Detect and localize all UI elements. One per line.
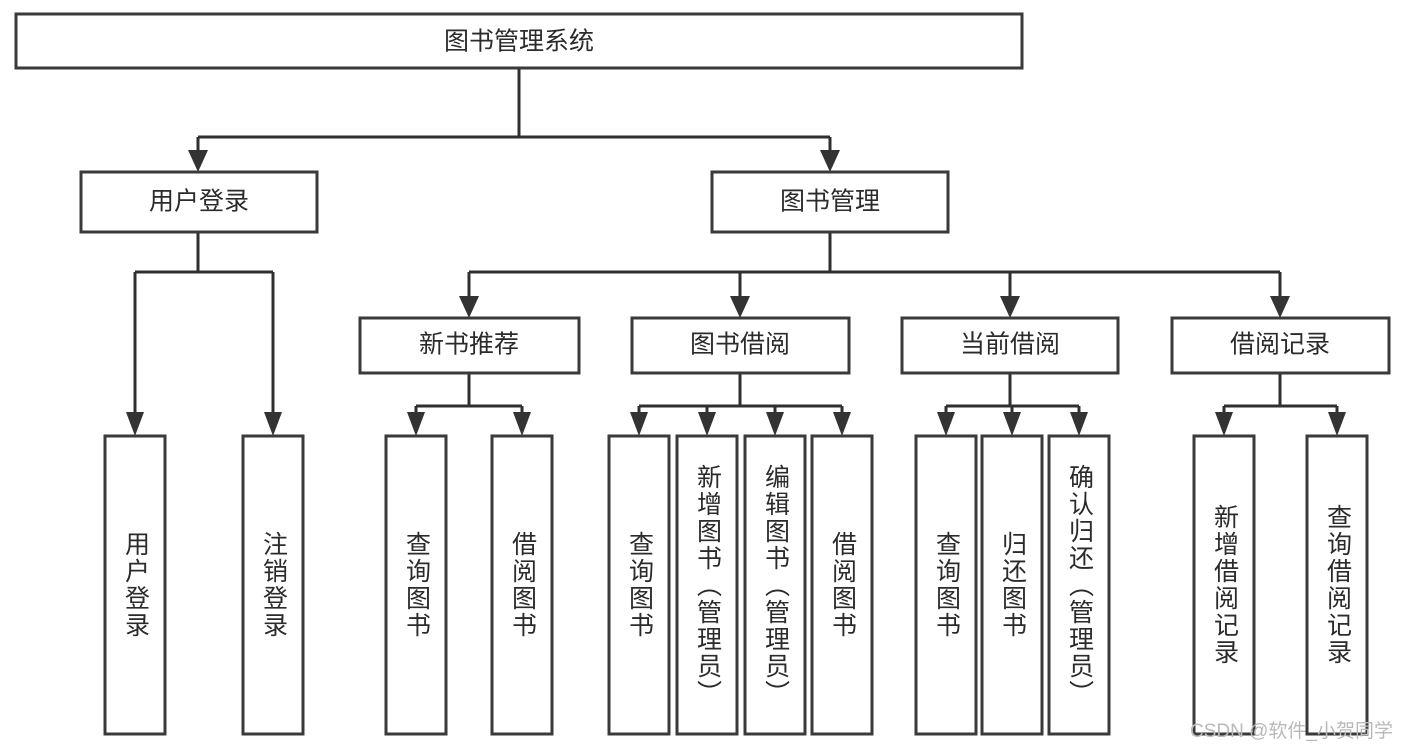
arrow-to-leaf-edit-book-admin (766, 412, 784, 436)
arrow-to-leaf-user-login (126, 412, 144, 436)
node-new-book-recommend-box[interactable] (358, 316, 581, 375)
arrow-to-leaf-query-book-3 (937, 412, 955, 436)
node-leaf-query-borrow-record-box[interactable] (1305, 434, 1369, 736)
arrow-to-leaf-add-book-admin (698, 412, 716, 436)
node-leaf-edit-book-admin-box[interactable] (743, 434, 807, 736)
node-leaf-add-borrow-record-box[interactable] (1192, 434, 1256, 736)
leaf-boxes-layer (103, 434, 1369, 736)
node-new-book-recommend[interactable]: 新书推荐 (358, 316, 581, 375)
node-borrow-record[interactable]: 借阅记录 (1170, 316, 1391, 375)
node-borrow-record-box[interactable] (1170, 316, 1391, 375)
arrow-to-leaf-borrow-book-2 (833, 412, 851, 436)
node-book-management[interactable]: 图书管理 (710, 170, 950, 234)
arrow-to-book-borrow (730, 296, 750, 318)
arrow-to-leaf-query-borrow-record (1328, 412, 1346, 436)
csdn-watermark: CSDN @软件_小贺同学 (1190, 721, 1393, 742)
arrow-to-leaf-logout-login (264, 412, 282, 436)
arrow-to-user-login (188, 150, 208, 172)
node-root-label: 图书管理系统 (444, 28, 594, 56)
arrow-to-leaf-confirm-return-admin (1070, 412, 1088, 436)
node-book-borrow-box[interactable] (630, 316, 851, 375)
node-leaf-borrow-book-2-box[interactable] (810, 434, 874, 736)
node-user-login-box[interactable] (79, 170, 319, 234)
arrow-to-book-management (820, 150, 840, 172)
node-new-book-recommend-label: 新书推荐 (419, 331, 519, 359)
node-book-borrow-label: 图书借阅 (690, 331, 790, 359)
node-book-management-box[interactable] (710, 170, 950, 234)
arrow-to-borrow-record (1270, 296, 1290, 318)
node-leaf-query-book-3-box[interactable] (914, 434, 978, 736)
arrow-to-leaf-query-book-2 (630, 412, 648, 436)
node-user-login-label: 用户登录 (149, 188, 249, 216)
node-leaf-user-login-box[interactable] (103, 434, 167, 736)
node-root[interactable]: 图书管理系统 (14, 12, 1024, 70)
node-leaf-logout-login-box[interactable] (241, 434, 305, 736)
arrow-to-new-book-recommend (459, 296, 479, 318)
node-leaf-query-book-2-box[interactable] (607, 434, 671, 736)
node-current-borrow-box[interactable] (900, 316, 1120, 375)
node-book-borrow[interactable]: 图书借阅 (630, 316, 851, 375)
arrow-to-leaf-query-book-1 (407, 412, 425, 436)
node-root-box[interactable] (14, 12, 1024, 70)
node-current-borrow-label: 当前借阅 (960, 331, 1060, 359)
node-leaf-query-book-1-box[interactable] (384, 434, 448, 736)
node-current-borrow[interactable]: 当前借阅 (900, 316, 1120, 375)
node-leaf-add-book-admin-box[interactable] (675, 434, 739, 736)
node-borrow-record-label: 借阅记录 (1230, 331, 1330, 359)
arrow-to-leaf-borrow-book-1 (513, 412, 531, 436)
node-leaf-return-book-box[interactable] (980, 434, 1044, 736)
arrow-to-current-borrow (1000, 296, 1020, 318)
node-leaf-borrow-book-1-box[interactable] (490, 434, 554, 736)
node-user-login[interactable]: 用户登录 (79, 170, 319, 234)
connector-layer (126, 69, 1346, 436)
arrow-to-leaf-add-borrow-record (1215, 412, 1233, 436)
arrow-to-leaf-return-book (1003, 412, 1021, 436)
node-book-management-label: 图书管理 (780, 188, 880, 216)
node-leaf-confirm-return-admin-box[interactable] (1047, 434, 1111, 736)
